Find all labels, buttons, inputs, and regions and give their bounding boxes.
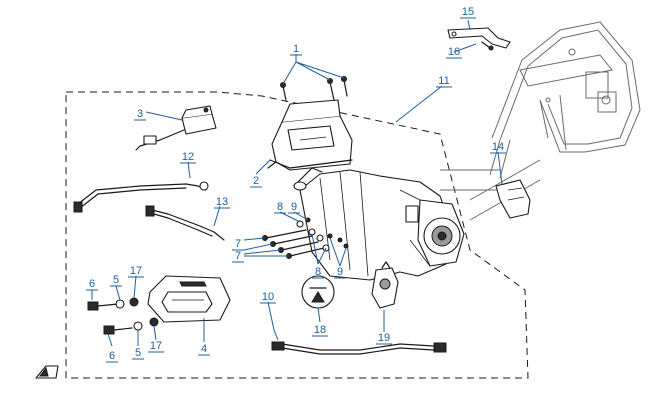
- cable-19: [271, 341, 447, 355]
- control-box-2: [267, 99, 353, 171]
- callout-labels: 1 2 3 4 5 5 6 6 7 7 8 8 9 9 10 11 12 13 …: [89, 6, 504, 362]
- callout-2: 2: [253, 175, 259, 187]
- callout-6-lower: 6: [109, 350, 115, 362]
- mount-plate-14: [495, 179, 531, 219]
- callout-5-lower: 5: [135, 347, 141, 359]
- solenoid-3: [135, 105, 217, 151]
- assembly-outline: [65, 91, 529, 379]
- leader-lines: [91, 19, 503, 347]
- callout-7-lower: 7: [235, 250, 241, 262]
- callout-18: 18: [314, 324, 326, 336]
- direction-arrow-icon: [35, 365, 59, 379]
- callout-16: 16: [448, 46, 460, 58]
- callout-13: 13: [216, 196, 228, 208]
- callout-8-lower: 8: [315, 266, 321, 278]
- hook-shackle: [371, 261, 399, 309]
- callout-17-lower: 17: [150, 340, 162, 352]
- bracket-15: [447, 27, 511, 51]
- callout-9-upper: 9: [291, 201, 297, 213]
- callout-3: 3: [137, 108, 143, 120]
- callout-6-upper: 6: [89, 278, 95, 290]
- bolts-1: [280, 76, 348, 101]
- callout-5-upper: 5: [113, 274, 119, 286]
- vehicle-frame: [440, 21, 641, 221]
- cable-13: [145, 205, 225, 241]
- warning-label-18: [301, 275, 335, 309]
- callout-17-upper: 17: [130, 265, 142, 277]
- callout-14: 14: [492, 141, 504, 153]
- fasteners-5-6-17: [87, 297, 159, 335]
- callout-1: 1: [293, 43, 299, 55]
- callout-9-lower: 9: [337, 266, 343, 278]
- callout-19: 19: [378, 332, 390, 344]
- callout-underlines: [86, 17, 506, 363]
- callout-8-upper: 8: [277, 201, 283, 213]
- cable-12: [73, 181, 209, 213]
- callout-15: 15: [462, 6, 474, 18]
- fairlead-4: [147, 275, 231, 323]
- callout-12: 12: [182, 151, 194, 163]
- callout-4: 4: [201, 343, 207, 355]
- callout-7-upper: 7: [235, 238, 241, 250]
- callout-11: 11: [438, 75, 449, 87]
- washers-8-9: [296, 217, 349, 252]
- winch-body: [293, 167, 465, 281]
- callout-10: 10: [262, 291, 274, 303]
